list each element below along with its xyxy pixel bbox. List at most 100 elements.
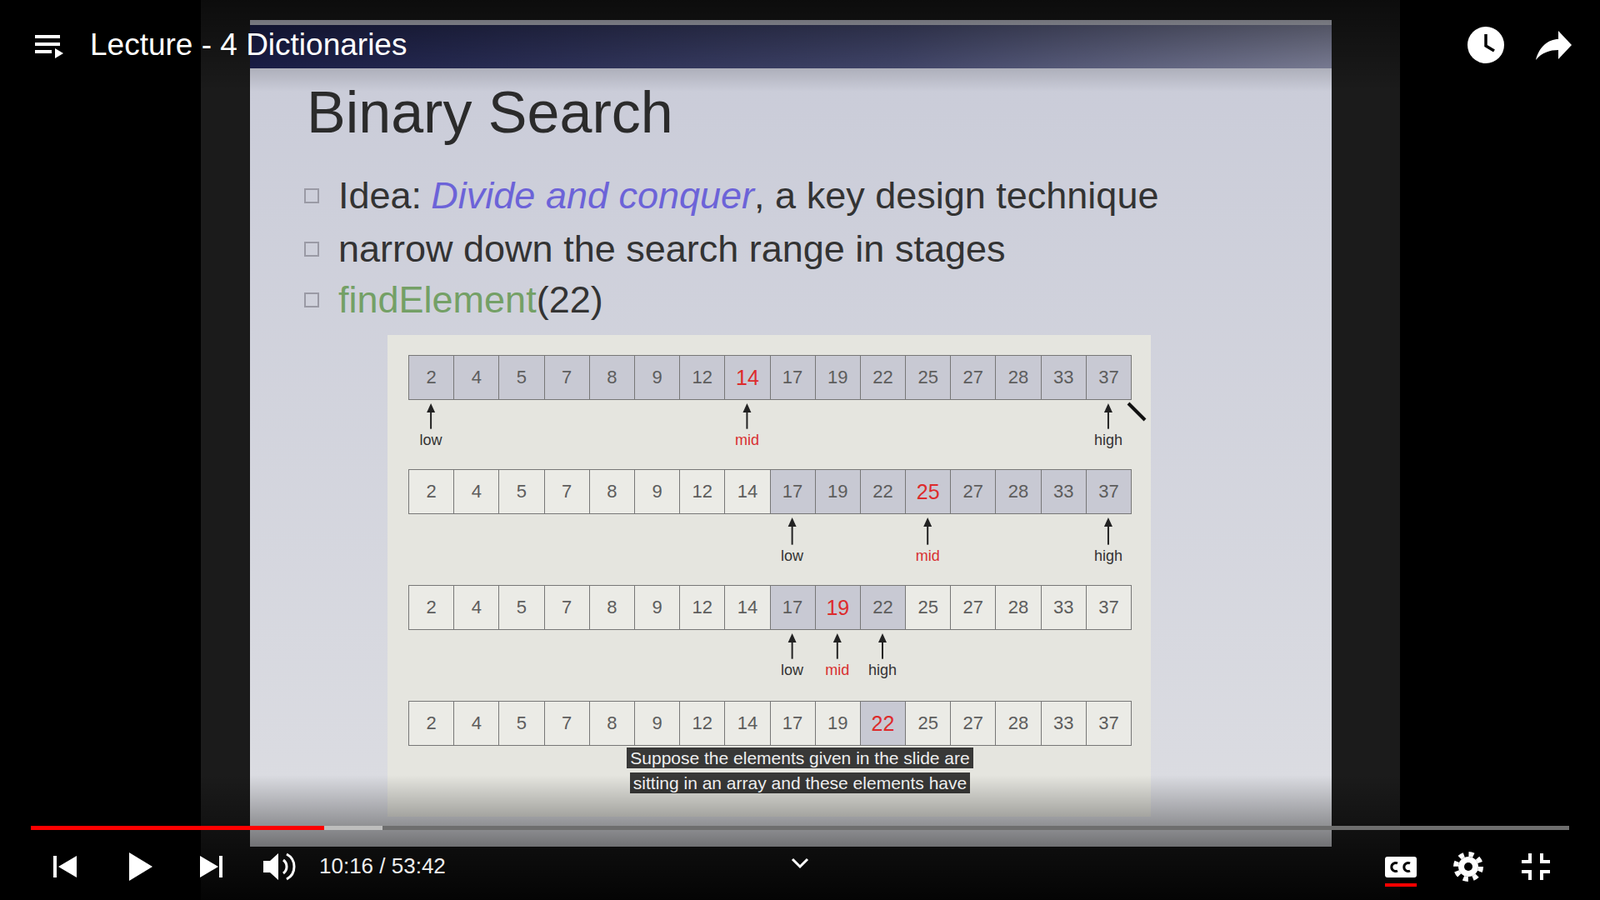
- array-value: 22: [872, 480, 893, 503]
- pointer-shaft: [1107, 524, 1110, 545]
- previous-bar: [53, 855, 57, 878]
- bullet-box: [305, 242, 319, 256]
- array-cell: 2: [408, 355, 455, 400]
- array-cell: 17: [770, 355, 816, 400]
- array-cell: 14: [724, 585, 770, 630]
- playlist-lines: [35, 36, 60, 52]
- array-value: 17: [782, 480, 803, 503]
- bullet-text: findElement: [338, 278, 537, 321]
- array-value: 14: [737, 712, 758, 735]
- array-value: 37: [1098, 480, 1119, 503]
- bullet-text: (22): [536, 278, 604, 321]
- array-cell: 28: [995, 585, 1041, 630]
- pointer-label: mid: [735, 431, 760, 450]
- array-value: 12: [691, 480, 712, 503]
- mid-value: 25: [916, 480, 940, 505]
- bullet-line: findElement(22): [338, 278, 604, 322]
- array-value: 33: [1053, 366, 1074, 389]
- pointer-head: [1104, 403, 1113, 413]
- pointer-head: [788, 517, 797, 527]
- cursor-stroke: [1128, 403, 1145, 420]
- array-cell: 19: [815, 355, 861, 400]
- array-cell: 27: [950, 355, 996, 400]
- cc-glyph: [1391, 863, 1398, 872]
- bullet-box: [305, 189, 319, 203]
- array-value: 14: [737, 480, 758, 503]
- array-value: 27: [963, 480, 984, 503]
- array-cell: 12: [679, 700, 725, 746]
- pointer-head: [833, 633, 842, 643]
- mid-value: 14: [735, 365, 760, 390]
- clock-face: [1467, 26, 1505, 64]
- bottom-shade: [0, 775, 1600, 900]
- mid-value: 19: [825, 595, 850, 620]
- array-cell: 37: [1085, 585, 1132, 630]
- slide-top-bar: [250, 25, 1332, 69]
- array-value: 22: [872, 596, 893, 619]
- array-value: 19: [827, 712, 848, 735]
- array-value: 9: [651, 480, 662, 503]
- array-value: 7: [561, 366, 572, 389]
- array-cell: 5: [498, 585, 545, 630]
- watch-later-icon: [1467, 26, 1505, 64]
- pointer-label: mid: [825, 661, 850, 680]
- speaker: [263, 853, 279, 880]
- array-cell: 4: [453, 700, 500, 746]
- array-value: 25: [917, 366, 938, 389]
- array-value: 4: [471, 366, 482, 389]
- array-value: 33: [1053, 480, 1074, 503]
- array-value: 2: [425, 596, 436, 619]
- array-cell: 33: [1040, 469, 1087, 515]
- array-value: 5: [516, 596, 527, 619]
- array-value: 37: [1098, 366, 1119, 389]
- array-cell: 17: [770, 700, 816, 746]
- array-cell: 27: [950, 700, 996, 746]
- pointer-label: high: [1094, 547, 1123, 565]
- gear-hole: [1464, 862, 1473, 871]
- array-value: 8: [606, 712, 617, 735]
- array-value: 9: [651, 596, 662, 619]
- array-value: 27: [963, 596, 984, 619]
- progress-buffered: [324, 825, 383, 830]
- array-value: 12: [691, 366, 712, 389]
- array-cell: 25: [905, 355, 951, 400]
- array-value: 25: [917, 712, 938, 735]
- array-cell: 19: [815, 700, 861, 746]
- pointer-head: [878, 633, 887, 643]
- top-shade: [0, 0, 1600, 92]
- clock-hands: [1485, 34, 1495, 51]
- array-cell: 33: [1040, 355, 1087, 400]
- bullet-text: narrow down the search range in stages: [338, 227, 1005, 270]
- array-value: 2: [425, 480, 436, 503]
- pointer-label: low: [780, 661, 804, 680]
- array-value: 5: [516, 480, 527, 503]
- bullet-line: Idea:Divide and conquer, a key design te…: [338, 174, 1159, 218]
- array-cell: 14: [724, 355, 770, 400]
- array-cell: 22: [860, 469, 906, 515]
- array-cell: 33: [1040, 585, 1087, 630]
- bullet-box: [305, 293, 319, 307]
- array-cell: 9: [634, 355, 680, 400]
- slide-background: [250, 20, 1332, 847]
- array-cell: 17: [770, 585, 816, 630]
- array-value: 2: [425, 366, 436, 389]
- pointer-shaft: [745, 410, 748, 430]
- gear-body: [1458, 856, 1479, 877]
- pointer-head: [426, 403, 435, 413]
- play-button: [129, 852, 153, 881]
- array-value: 37: [1098, 712, 1119, 735]
- pointer-shaft: [926, 524, 929, 545]
- subtitle-text: Suppose the elements given in the slide …: [626, 747, 973, 794]
- pointer-label: high: [1094, 431, 1123, 450]
- array-cell: 9: [634, 585, 680, 630]
- cc-glyph: [1404, 863, 1410, 872]
- array-value: 27: [963, 712, 984, 735]
- array-cell: 2: [408, 585, 455, 630]
- array-cell: 8: [589, 469, 635, 515]
- array-value: 4: [471, 712, 482, 735]
- progress-played: [30, 825, 325, 830]
- array-cell: 7: [544, 469, 590, 515]
- bullet-line: narrow down the search range in stages: [338, 227, 1005, 271]
